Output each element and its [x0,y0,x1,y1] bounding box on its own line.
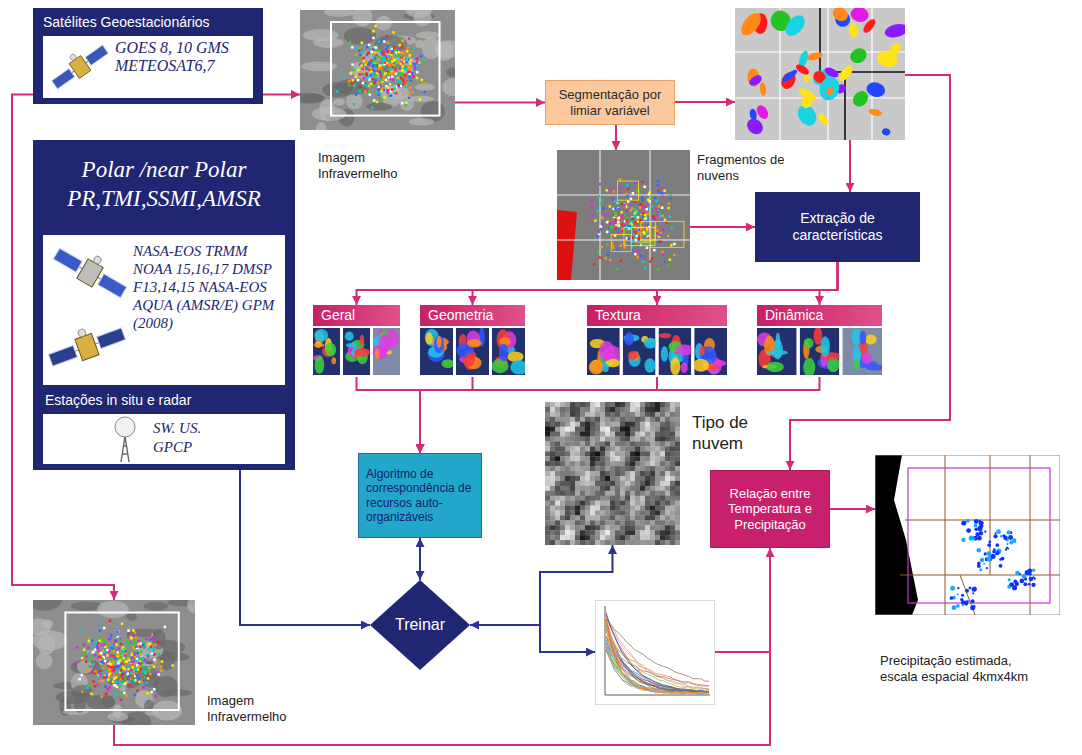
flow-wire [849,140,851,192]
feature-thumbnail [800,328,840,375]
flow-connector [420,377,820,453]
tab-header: Dinâmica [757,305,882,326]
flow-connector [420,377,473,453]
decision-label: Treinar [395,616,445,634]
source-list: GOES 8, 10 GMS METEOSAT6,7 [115,39,233,75]
tab-header: Geometria [420,305,525,326]
source-panel: Polar /near Polar PR,TMI,SSMI,AMSR NASA-E… [33,140,295,470]
feature-thumbnail [373,328,400,375]
satellite-icon [47,37,113,97]
som-grid [545,402,680,545]
feature-thumbnail [343,328,370,375]
flow-wire [715,651,770,653]
image-caption: Imagem Infravermelho [318,150,418,183]
flow-connector [455,102,545,104]
flow-wire [540,625,595,652]
flow-connector [420,377,657,453]
process-box: Extração de características [755,192,920,262]
feature-tab: Textura [587,305,727,377]
feature-thumbnail [623,328,656,375]
source-list: SW. US. GPCP [153,419,223,457]
fragments-image [557,150,690,280]
image-caption: Fragmentos de nuvens [697,152,792,185]
process-box: Algoritmo de correspondência de recursos… [358,453,482,538]
flow-connector [419,538,421,580]
box-label: Segmentação por limiar variável [553,87,667,118]
image-panel: Imagem Infravermelho [300,10,455,130]
feature-thumbnail [694,328,727,375]
process-box: Relação entre Temperatura e Precipitação [710,470,830,548]
box-label: Relação entre Temperatura e Precipitação [718,486,822,533]
feature-thumbnail [659,328,692,375]
image-panel: Tipo de nuvem [545,402,680,545]
infrared-image [300,10,455,130]
precipitation-map [875,455,1060,615]
feature-thumbnail [420,328,453,375]
flow-connector [357,377,421,453]
flow-wire [675,101,735,103]
tab-header: Geral [313,305,400,326]
flow-connector [830,508,875,510]
infrared-image [33,600,195,725]
image-caption: Tipo de nuvem [692,412,772,455]
image-panel: Fragmentos de nuvens [557,150,690,280]
flow-wire [790,75,950,470]
process-box: Segmentação por limiar variável [545,80,675,125]
flow-connector [473,262,838,305]
panel-subheading: Estações in situ e radar [45,392,191,408]
decision-diamond: Treinar [370,580,470,670]
flow-connector [470,545,613,625]
flow-connector [615,125,617,150]
radar-tower-icon [105,414,145,464]
satellite-icon [45,235,135,385]
image-caption: Precipitação estimada, escala espacial 4… [880,653,1030,686]
flow-connector [240,470,370,625]
flow-connector [820,262,838,305]
flow-connector [263,93,300,95]
flow-connector [690,226,755,228]
image-panel: Precipitação estimada, escala espacial 4… [875,455,1060,615]
feature-tab: Geometria [420,305,525,377]
feature-tab: Dinâmica [757,305,882,377]
box-label: Algoritmo de correspondência de recursos… [366,467,474,525]
panel-heading: Polar /near Polar PR,TMI,SSMI,AMSR [38,156,290,214]
feature-thumbnail [456,328,489,375]
panel-heading: Satélites Geoestacionários [43,14,210,30]
training-plot [595,600,715,705]
feature-thumbnail [842,328,882,375]
feature-thumbnail [587,328,620,375]
feature-tab: Geral [313,305,400,377]
feature-thumbnail [757,328,797,375]
feature-thumbnail [313,328,340,375]
source-panel: Satélites GeoestacionáriosGOES 8, 10 GMS… [33,8,263,104]
source-list: NASA-EOS TRMM NOAA 15,16,17 DMSP F13,14,… [133,242,275,332]
box-label: Extração de características [763,210,912,244]
flow-connector [357,262,838,305]
flow-connector [114,548,770,745]
tab-header: Textura [587,305,727,326]
feature-thumbnail [492,328,525,375]
image-caption: Imagem Infravermelho [207,693,307,726]
segmented-map [735,8,905,140]
flow-connector [657,262,838,305]
image-panel: Imagem Infravermelho [33,600,195,725]
